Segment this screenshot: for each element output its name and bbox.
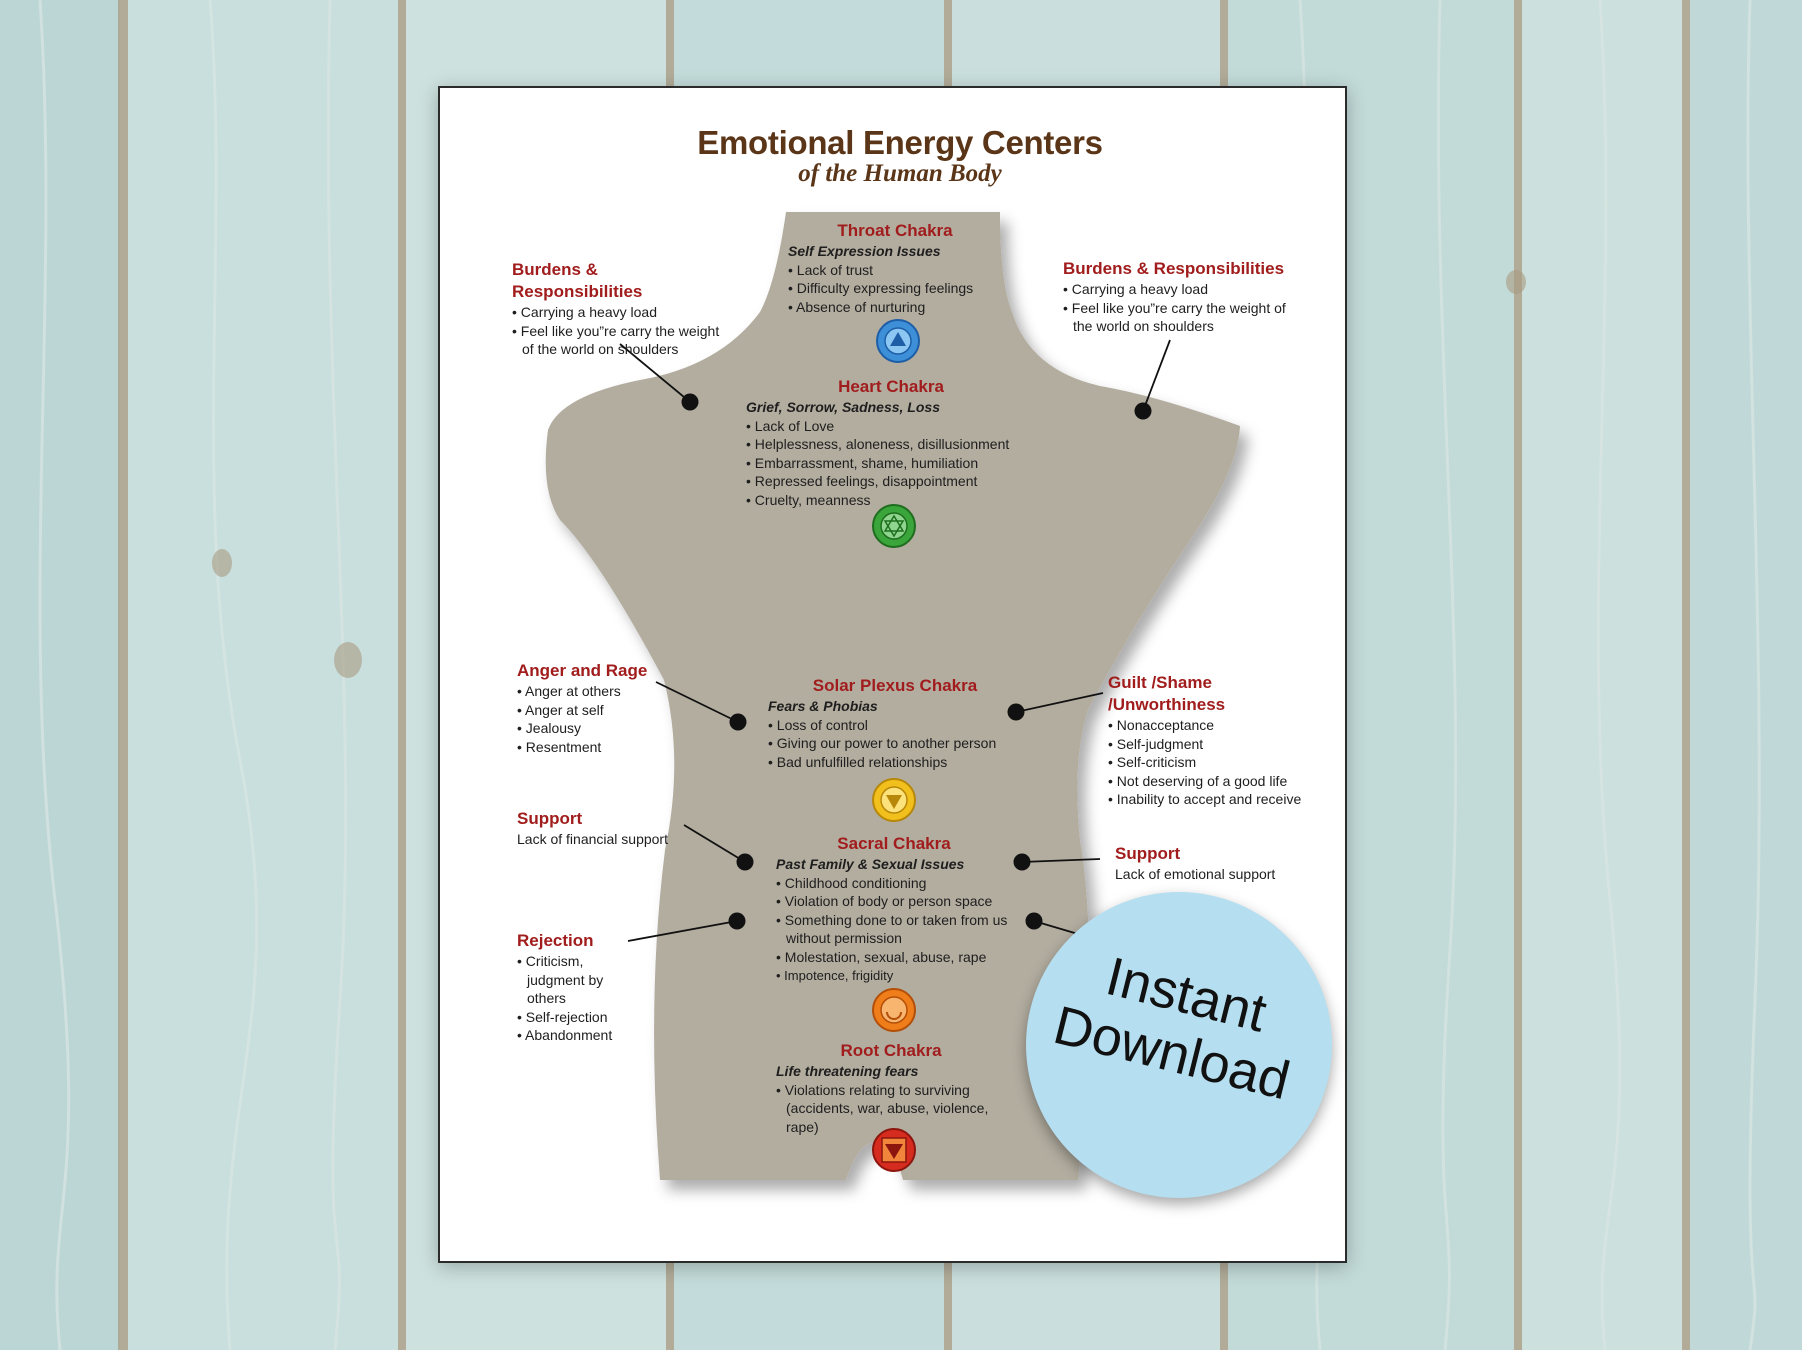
- marker-dot: [1025, 912, 1043, 930]
- heart-chakra-icon: [872, 504, 916, 548]
- list-item: • Jealousy: [517, 720, 582, 737]
- body-diagram: [545, 212, 1240, 1180]
- leader-line-rejection: [627, 920, 738, 942]
- list-item: • Violation of body or person space: [776, 893, 993, 910]
- rejection-title: Rejection: [517, 931, 594, 950]
- leader-line-support-left: [683, 824, 746, 863]
- list-item: • Childhood conditioning: [776, 874, 927, 891]
- page-title: Emotional Energy Centers: [697, 124, 1103, 161]
- support-left-text: Lack of financial support: [517, 831, 668, 847]
- list-item: • Lack of Love: [746, 417, 835, 434]
- list-item: • Embarrassment, shame, humiliation: [746, 454, 979, 471]
- solar-plexus-chakra-block: Solar Plexus Chakra Fears & Phobias • Lo…: [768, 675, 1022, 771]
- anger-title: Anger and Rage: [517, 661, 648, 680]
- solar-plexus-chakra-subtitle: Fears & Phobias: [768, 698, 878, 714]
- list-item: • Absence of nurturing: [788, 298, 926, 315]
- root-chakra-title: Root Chakra: [840, 1041, 942, 1060]
- heart-chakra-title: Heart Chakra: [838, 377, 944, 396]
- solar-plexus-chakra-icon: [872, 778, 916, 822]
- list-item: • Anger at others: [517, 683, 621, 699]
- list-item: • Resentment: [517, 738, 602, 755]
- burdens-left-title: Burdens & Responsibilities: [512, 260, 643, 301]
- torso-silhouette: [545, 212, 1240, 1180]
- sacral-chakra-block: Sacral Chakra Past Family & Sexual Issue…: [776, 833, 1012, 985]
- list-item: • Bad unfulfilled relationships: [768, 753, 948, 770]
- page-subtitle: of the Human Body: [798, 160, 1002, 187]
- solar-plexus-chakra-title: Solar Plexus Chakra: [812, 676, 978, 695]
- list-item: • Feel like you”re carry the weight of t…: [1063, 299, 1286, 335]
- instant-download-badge[interactable]: Instant Download: [1026, 892, 1332, 1198]
- marker-dot: [736, 853, 754, 871]
- list-item: • Self-judgment: [1108, 735, 1204, 752]
- list-item: • Repressed feelings, disappointment: [746, 473, 978, 490]
- throat-chakra-title: Throat Chakra: [837, 221, 953, 240]
- list-item: • Impotence, frigidity: [776, 967, 894, 983]
- anger-callout: Anger and Rage • Anger at others • Anger…: [517, 660, 667, 756]
- marker-dot: [1013, 853, 1031, 871]
- guilt-title: Guilt /Shame /Unworthiness: [1108, 673, 1226, 714]
- list-item: • Self-criticism: [1108, 754, 1197, 771]
- leader-line-anger: [655, 681, 739, 723]
- list-item: • Not deserving of a good life: [1108, 772, 1288, 789]
- root-chakra-block: Root Chakra Life threatening fears • Vio…: [776, 1040, 1006, 1136]
- heart-chakra-block: Heart Chakra Grief, Sorrow, Sadness, Los…: [746, 376, 1036, 510]
- list-item: • Giving our power to another person: [768, 735, 997, 752]
- list-item: • Anger at self: [517, 701, 604, 718]
- root-chakra-subtitle: Life threatening fears: [776, 1063, 919, 1079]
- heart-chakra-subtitle: Grief, Sorrow, Sadness, Loss: [746, 399, 940, 415]
- throat-chakra-icon: [876, 319, 920, 363]
- sacral-chakra-icon: [872, 988, 916, 1032]
- list-item: • Self-rejection: [517, 1008, 608, 1025]
- marker-dot: [729, 713, 747, 731]
- support-right-title: Support: [1115, 844, 1181, 863]
- list-item: • Nonacceptance: [1108, 717, 1215, 733]
- sacral-chakra-title: Sacral Chakra: [837, 834, 951, 853]
- marker-dot: [1134, 402, 1152, 420]
- list-item: • Criticism, judgment by others: [517, 953, 604, 1007]
- throat-chakra-block: Throat Chakra Self Expression Issues • L…: [788, 220, 1002, 316]
- list-item: • Difficulty expressing feelings: [788, 280, 974, 297]
- burdens-left-callout: Burdens & Responsibilities • Carrying a …: [512, 259, 732, 359]
- marker-dot: [728, 912, 746, 930]
- list-item: • Abandonment: [517, 1027, 613, 1044]
- leader-line-burdens-left: [619, 343, 691, 403]
- support-right-callout: Support Lack of emotional support: [1115, 843, 1305, 884]
- support-right-text: Lack of emotional support: [1115, 866, 1276, 882]
- burdens-right-callout: Burdens & Responsibilities • Carrying a …: [1063, 258, 1303, 336]
- list-item: • Cruelty, meanness: [746, 491, 871, 508]
- marker-dot: [1007, 703, 1025, 721]
- leader-line-burdens-right: [1142, 339, 1171, 412]
- list-item: • Feel like you”re carry the weight of t…: [512, 322, 720, 358]
- list-item: • Carrying a heavy load: [512, 304, 657, 320]
- list-item: • Lack of trust: [788, 261, 874, 278]
- root-chakra-icon: [872, 1128, 916, 1172]
- sacral-chakra-subtitle: Past Family & Sexual Issues: [776, 856, 965, 872]
- throat-chakra-subtitle: Self Expression Issues: [788, 243, 941, 259]
- list-item: • Inability to accept and receive: [1108, 791, 1302, 808]
- rejection-callout: Rejection • Criticism, judgment by other…: [517, 930, 617, 1045]
- list-item: • Carrying a heavy load: [1063, 281, 1208, 297]
- list-item: • Loss of control: [768, 716, 868, 733]
- leader-line-guilt: [1015, 692, 1104, 713]
- list-item: • Something done to or taken from us wit…: [776, 911, 1008, 947]
- instant-download-label[interactable]: Instant Download: [1047, 946, 1296, 1112]
- list-item: • Violations relating to surviving (acci…: [776, 1081, 989, 1135]
- leader-line-support-right: [1021, 858, 1101, 863]
- support-left-title: Support: [517, 809, 583, 828]
- list-item: • Molestation, sexual, abuse, rape: [776, 948, 987, 965]
- burdens-right-title: Burdens & Responsibilities: [1063, 259, 1285, 278]
- marker-dot: [681, 393, 699, 411]
- list-item: • Helplessness, aloneness, disillusionme…: [746, 436, 1010, 453]
- guilt-callout: Guilt /Shame /Unworthiness • Nonacceptan…: [1108, 672, 1301, 809]
- support-left-callout: Support Lack of financial support: [517, 808, 707, 849]
